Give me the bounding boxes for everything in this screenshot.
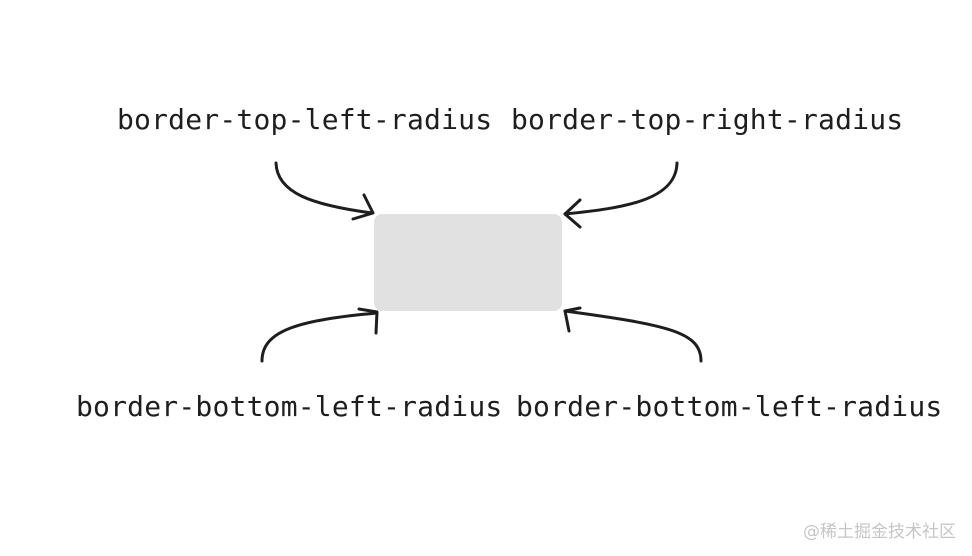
arrow-top-left bbox=[274, 161, 375, 221]
arrow-bottom-left bbox=[260, 307, 379, 363]
label-border-top-left-radius: border-top-left-radius bbox=[117, 103, 493, 136]
watermark: @稀土掘金技术社区 bbox=[803, 522, 956, 542]
label-border-bottom-left-radius: border-bottom-left-radius bbox=[76, 390, 503, 423]
rounded-box bbox=[374, 214, 562, 311]
label-border-bottom-right-radius: border-bottom-left-radius bbox=[516, 390, 943, 423]
arrow-bottom-right bbox=[563, 306, 703, 363]
label-border-top-right-radius: border-top-right-radius bbox=[511, 103, 904, 136]
arrow-top-right bbox=[563, 161, 679, 229]
